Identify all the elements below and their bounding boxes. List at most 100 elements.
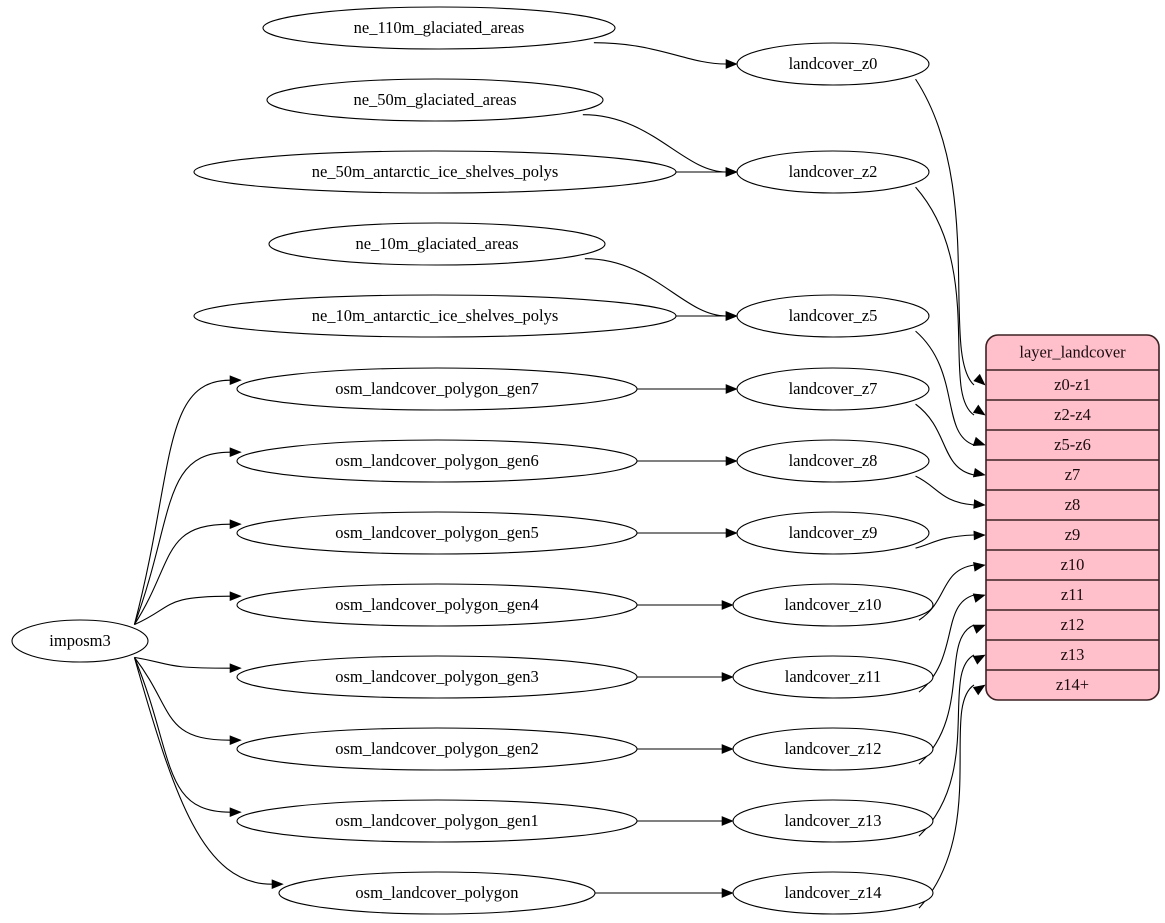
edge-arrowhead bbox=[229, 375, 242, 386]
edge-ne_110m_glaciated_areas-to-landcover_z0 bbox=[593, 42, 727, 65]
edge-imposm3-to-osm_landcover_polygon_gen1 bbox=[133, 657, 231, 813]
table-row-z5-z6[interactable]: z5-z6 bbox=[1054, 435, 1091, 454]
edge-landcover_z10-to-layer_landcover-z10 bbox=[918, 564, 975, 621]
edge-landcover_z5-to-layer_landcover-z5-z6 bbox=[915, 330, 975, 446]
node-label: landcover_z7 bbox=[789, 379, 878, 398]
node-imposm3[interactable]: imposm3 bbox=[11, 619, 149, 663]
node-landcover_z5[interactable]: landcover_z5 bbox=[736, 294, 930, 338]
layer-landcover-table: layer_landcoverz0-z1z2-z4z5-z6z7z8z9z10z… bbox=[985, 334, 1160, 701]
edge-imposm3-to-osm_landcover_polygon bbox=[133, 657, 273, 885]
edge-ne_50m_glaciated_areas-to-landcover_z2 bbox=[582, 114, 727, 173]
table-row-z14+[interactable]: z14+ bbox=[1056, 675, 1089, 694]
node-shape bbox=[262, 6, 616, 50]
edge-arrowhead bbox=[721, 672, 734, 682]
edge-imposm3-to-osm_landcover_polygon_gen6 bbox=[133, 451, 231, 625]
node-label: landcover_z12 bbox=[784, 739, 881, 758]
node-label: osm_landcover_polygon_gen4 bbox=[335, 595, 538, 614]
node-shape bbox=[193, 294, 677, 338]
table-row-z13[interactable]: z13 bbox=[1061, 645, 1085, 664]
table-row-z7[interactable]: z7 bbox=[1065, 465, 1081, 484]
edge-imposm3-to-osm_landcover_polygon_gen2 bbox=[133, 657, 231, 741]
node-shape bbox=[736, 294, 930, 338]
edge-landcover_z13-to-layer_landcover-z13 bbox=[918, 654, 975, 837]
edge-arrowhead bbox=[229, 447, 242, 458]
edge-arrowhead bbox=[229, 663, 242, 674]
node-label: landcover_z8 bbox=[789, 451, 878, 470]
node-osm_landcover_polygon_gen5[interactable]: osm_landcover_polygon_gen5 bbox=[236, 511, 638, 555]
node-shape bbox=[736, 511, 930, 555]
node-ne_50m_glaciated_areas[interactable]: ne_50m_glaciated_areas bbox=[266, 78, 604, 122]
edge-arrowhead bbox=[972, 654, 986, 665]
node-landcover_z12[interactable]: landcover_z12 bbox=[732, 727, 934, 771]
node-ne_10m_antarctic_ice_shelves_polys[interactable]: ne_10m_antarctic_ice_shelves_polys bbox=[193, 294, 677, 338]
layer-table-group[interactable]: layer_landcoverz0-z1z2-z4z5-z6z7z8z9z10z… bbox=[985, 334, 1160, 701]
table-row-z9[interactable]: z9 bbox=[1065, 525, 1081, 544]
edge-landcover_z7-to-layer_landcover-z7 bbox=[915, 403, 975, 476]
edge-arrowhead bbox=[721, 744, 734, 754]
edge-arrowhead bbox=[972, 624, 986, 634]
node-osm_landcover_polygon[interactable]: osm_landcover_polygon bbox=[278, 871, 596, 915]
table-row-z0-z1[interactable]: z0-z1 bbox=[1054, 375, 1091, 394]
node-shape bbox=[236, 583, 638, 627]
node-label: landcover_z10 bbox=[784, 595, 881, 614]
node-shape bbox=[236, 727, 638, 771]
edge-arrowhead bbox=[973, 530, 986, 541]
table-row-z10[interactable]: z10 bbox=[1061, 555, 1085, 574]
node-ne_50m_antarctic_ice_shelves_polys[interactable]: ne_50m_antarctic_ice_shelves_polys bbox=[193, 150, 677, 194]
edge-imposm3-to-osm_landcover_polygon_gen3 bbox=[134, 656, 231, 669]
edge-arrowhead bbox=[725, 59, 738, 69]
node-label: landcover_z2 bbox=[789, 162, 878, 181]
edge-arrowhead bbox=[972, 467, 986, 478]
table-row-z11[interactable]: z11 bbox=[1061, 585, 1084, 604]
table-row-z8[interactable]: z8 bbox=[1065, 495, 1081, 514]
node-osm_landcover_polygon_gen4[interactable]: osm_landcover_polygon_gen4 bbox=[236, 583, 638, 627]
edge-landcover_z9-to-layer_landcover-z9 bbox=[915, 534, 975, 549]
node-shape bbox=[268, 222, 606, 266]
node-label: ne_50m_glaciated_areas bbox=[353, 90, 516, 109]
edge-ne_10m_glaciated_areas-to-landcover_z5 bbox=[584, 258, 727, 317]
node-osm_landcover_polygon_gen1[interactable]: osm_landcover_polygon_gen1 bbox=[236, 799, 638, 843]
node-landcover_z0[interactable]: landcover_z0 bbox=[736, 42, 930, 86]
node-landcover_z7[interactable]: landcover_z7 bbox=[736, 367, 930, 411]
table-row-z2-z4[interactable]: z2-z4 bbox=[1054, 405, 1091, 424]
node-label: osm_landcover_polygon_gen5 bbox=[335, 523, 538, 542]
node-shape bbox=[732, 655, 934, 699]
edge-landcover_z12-to-layer_landcover-z12 bbox=[918, 624, 975, 765]
node-ne_110m_glaciated_areas[interactable]: ne_110m_glaciated_areas bbox=[262, 6, 616, 50]
edge-arrowhead bbox=[271, 879, 284, 890]
node-osm_landcover_polygon_gen3[interactable]: osm_landcover_polygon_gen3 bbox=[236, 655, 638, 699]
edge-arrowhead bbox=[229, 591, 242, 602]
node-shape bbox=[736, 367, 930, 411]
node-label: landcover_z5 bbox=[789, 306, 878, 325]
node-label: osm_landcover_polygon_gen6 bbox=[335, 451, 538, 470]
node-osm_landcover_polygon_gen7[interactable]: osm_landcover_polygon_gen7 bbox=[236, 367, 638, 411]
edge-imposm3-to-osm_landcover_polygon_gen4 bbox=[134, 595, 231, 626]
node-landcover_z10[interactable]: landcover_z10 bbox=[732, 583, 934, 627]
node-shape bbox=[193, 150, 677, 194]
node-label: ne_10m_antarctic_ice_shelves_polys bbox=[312, 306, 559, 325]
edge-arrowhead bbox=[725, 167, 738, 177]
node-osm_landcover_polygon_gen6[interactable]: osm_landcover_polygon_gen6 bbox=[236, 439, 638, 483]
edge-arrowhead bbox=[725, 311, 738, 321]
node-landcover_z9[interactable]: landcover_z9 bbox=[736, 511, 930, 555]
node-shape bbox=[736, 42, 930, 86]
edge-arrowhead bbox=[973, 562, 986, 572]
node-landcover_z8[interactable]: landcover_z8 bbox=[736, 439, 930, 483]
table-row-z12[interactable]: z12 bbox=[1061, 615, 1085, 634]
edge-arrowhead bbox=[721, 600, 734, 610]
edge-arrowhead bbox=[973, 499, 986, 509]
edge-imposm3-to-osm_landcover_polygon_gen5 bbox=[133, 523, 231, 625]
node-landcover_z14[interactable]: landcover_z14 bbox=[732, 871, 934, 915]
node-landcover_z2[interactable]: landcover_z2 bbox=[736, 150, 930, 194]
node-landcover_z11[interactable]: landcover_z11 bbox=[732, 655, 934, 699]
node-shape bbox=[732, 871, 934, 915]
edge-arrowhead bbox=[721, 816, 734, 826]
node-label: landcover_z9 bbox=[789, 523, 878, 542]
node-landcover_z13[interactable]: landcover_z13 bbox=[732, 799, 934, 843]
edge-layer bbox=[133, 42, 986, 909]
node-ne_10m_glaciated_areas[interactable]: ne_10m_glaciated_areas bbox=[268, 222, 606, 266]
edge-arrowhead bbox=[229, 735, 242, 746]
node-label: osm_landcover_polygon bbox=[355, 883, 518, 902]
node-osm_landcover_polygon_gen2[interactable]: osm_landcover_polygon_gen2 bbox=[236, 727, 638, 771]
edge-arrowhead bbox=[972, 593, 986, 603]
